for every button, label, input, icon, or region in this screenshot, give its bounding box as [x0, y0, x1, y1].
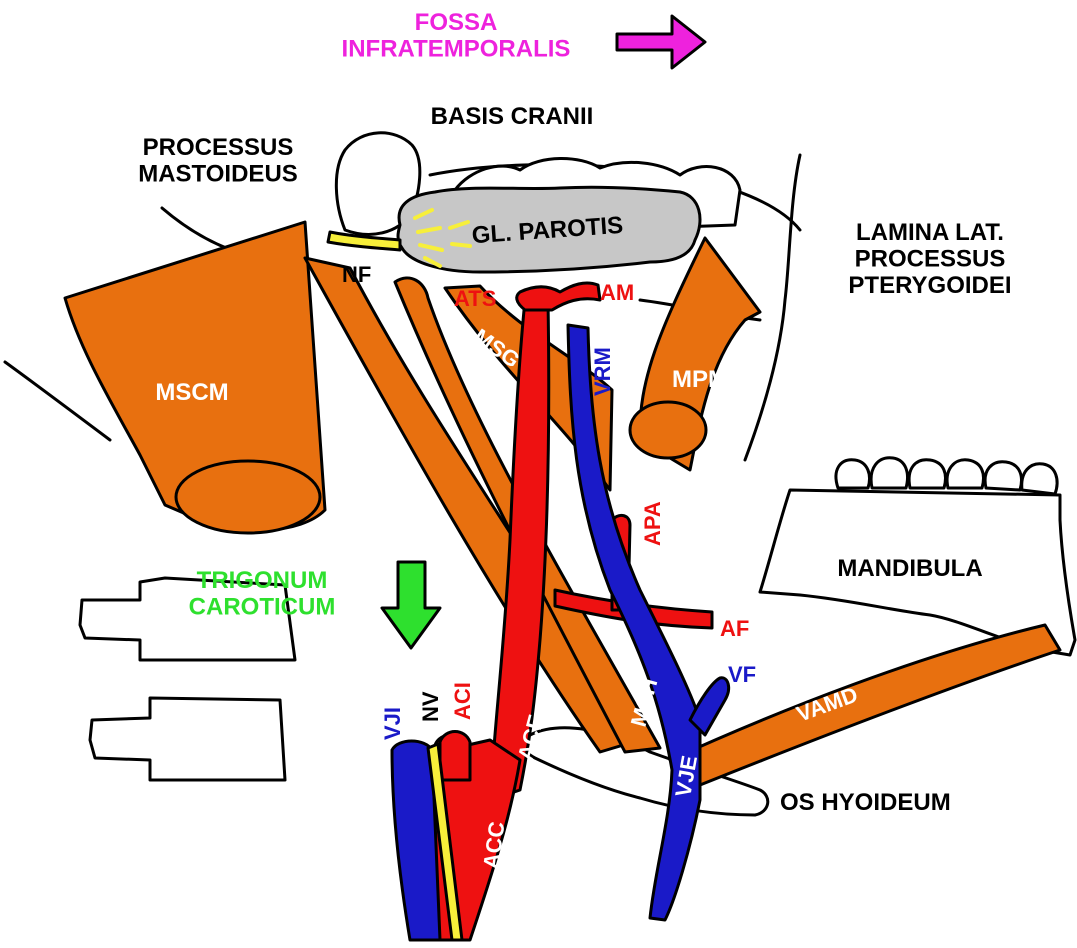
label-vji: VJI	[380, 707, 405, 740]
label-mscm: MSCM	[155, 379, 228, 406]
label-msh: MSH	[626, 676, 663, 730]
label-ats: ATS	[454, 286, 496, 311]
posterior-neck-contour	[5, 362, 110, 440]
label-vf: VF	[728, 662, 756, 687]
label-apa: APA	[640, 501, 665, 546]
fossa-arrow-icon	[617, 16, 705, 68]
label-am: AM	[600, 280, 634, 305]
artery-top-branches	[517, 283, 600, 310]
trigonum-arrow-icon	[382, 562, 440, 648]
label-vrm: VRM	[590, 347, 615, 396]
label-os-hyoideum: OS HYOIDEUM	[780, 789, 951, 816]
mscm-cut-end	[176, 461, 320, 533]
label-aci: ACI	[450, 682, 475, 720]
label-acc: ACC	[478, 820, 509, 871]
mpm-cut-end	[630, 402, 706, 458]
label-af: AF	[720, 616, 749, 641]
label-mpm: MPM	[672, 366, 728, 393]
thyroid-cartilage-lower	[90, 698, 285, 780]
label-mandibula: MANDIBULA	[837, 555, 982, 582]
label-nv: NV	[418, 691, 443, 722]
teeth	[836, 458, 1057, 494]
internal-carotid-artery	[440, 732, 470, 781]
label-basis-cranii: BASIS CRANII	[431, 103, 594, 130]
label-nf: NF	[342, 262, 371, 287]
facial-vein	[690, 678, 729, 735]
vamd-muscle	[670, 625, 1060, 785]
